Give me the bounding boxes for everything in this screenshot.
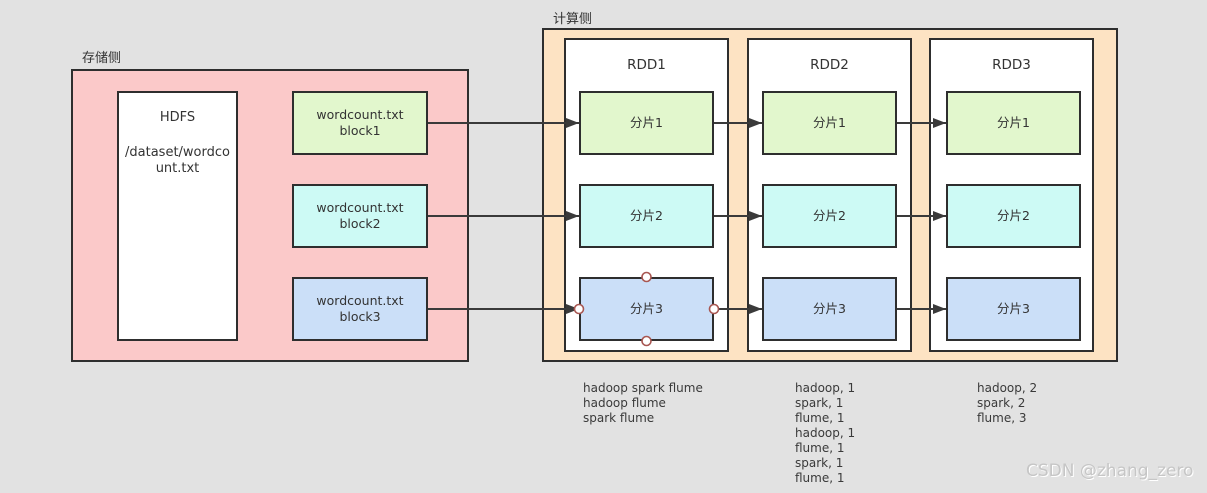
partition-label: 分片1	[630, 115, 663, 130]
storage-side-label: 存储侧	[82, 51, 122, 66]
rdd3-partition-3: 分片3	[946, 277, 1081, 341]
hdfs-box: HDFS /dataset/wordcount.txt	[117, 91, 238, 341]
compute-side-label: 计算侧	[553, 12, 593, 27]
block-file-label: wordcount.txt	[316, 200, 404, 215]
storage-block-2: wordcount.txt block2	[292, 184, 428, 248]
csdn-watermark: CSDN @zhang_zero	[1026, 461, 1194, 481]
partition-label: 分片2	[997, 208, 1030, 223]
output-line: spark flume	[583, 411, 655, 425]
rdd1-title: RDD1	[627, 57, 666, 73]
partition-label: 分片2	[813, 208, 846, 223]
partition-label: 分片3	[997, 301, 1030, 316]
partition-label: 分片3	[630, 301, 663, 316]
output-line: hadoop, 1	[795, 381, 856, 395]
hdfs-title: HDFS	[159, 110, 196, 125]
block-id-label: block1	[339, 123, 381, 138]
output-line: flume, 1	[795, 441, 845, 455]
block-file-label: wordcount.txt	[316, 107, 404, 122]
output-line: flume, 1	[795, 411, 845, 425]
rdd2-output-text: hadoop, 1 spark, 1 flume, 1 hadoop, 1 fl…	[795, 381, 855, 486]
hdfs-path: /dataset/wordcount.txt	[125, 145, 230, 176]
partition-label: 分片1	[997, 115, 1030, 130]
rdd1-output-text: hadoop spark flume hadoop flume spark fl…	[583, 381, 703, 426]
block-file-label: wordcount.txt	[316, 293, 404, 308]
storage-block-3: wordcount.txt block3	[292, 277, 428, 341]
rdd3-title: RDD3	[992, 57, 1031, 73]
storage-block-1: wordcount.txt block1	[292, 91, 428, 155]
rdd2-partition-1: 分片1	[762, 91, 897, 155]
output-line: flume, 3	[977, 411, 1027, 425]
output-line: hadoop flume	[583, 396, 666, 410]
partition-label: 分片1	[813, 115, 846, 130]
rdd1-partition-2: 分片2	[579, 184, 714, 248]
rdd3-partition-2: 分片2	[946, 184, 1081, 248]
rdd3-partition-1: 分片1	[946, 91, 1081, 155]
output-line: hadoop, 1	[795, 426, 856, 440]
partition-label: 分片2	[630, 208, 663, 223]
rdd1-partition-3: 分片3	[579, 277, 714, 341]
rdd2-partition-3: 分片3	[762, 277, 897, 341]
output-line: spark, 1	[795, 456, 844, 470]
rdd2-title: RDD2	[810, 57, 849, 73]
output-line: hadoop spark flume	[583, 381, 703, 395]
rdd2-partition-2: 分片2	[762, 184, 897, 248]
block-id-label: block2	[339, 216, 381, 231]
rdd1-partition-1: 分片1	[579, 91, 714, 155]
output-line: hadoop, 2	[977, 381, 1038, 395]
output-line: spark, 2	[977, 396, 1026, 410]
partition-label: 分片3	[813, 301, 846, 316]
rdd3-output-text: hadoop, 2 spark, 2 flume, 3	[977, 381, 1037, 426]
block-id-label: block3	[339, 309, 381, 324]
output-line: flume, 1	[795, 471, 845, 485]
output-line: spark, 1	[795, 396, 844, 410]
